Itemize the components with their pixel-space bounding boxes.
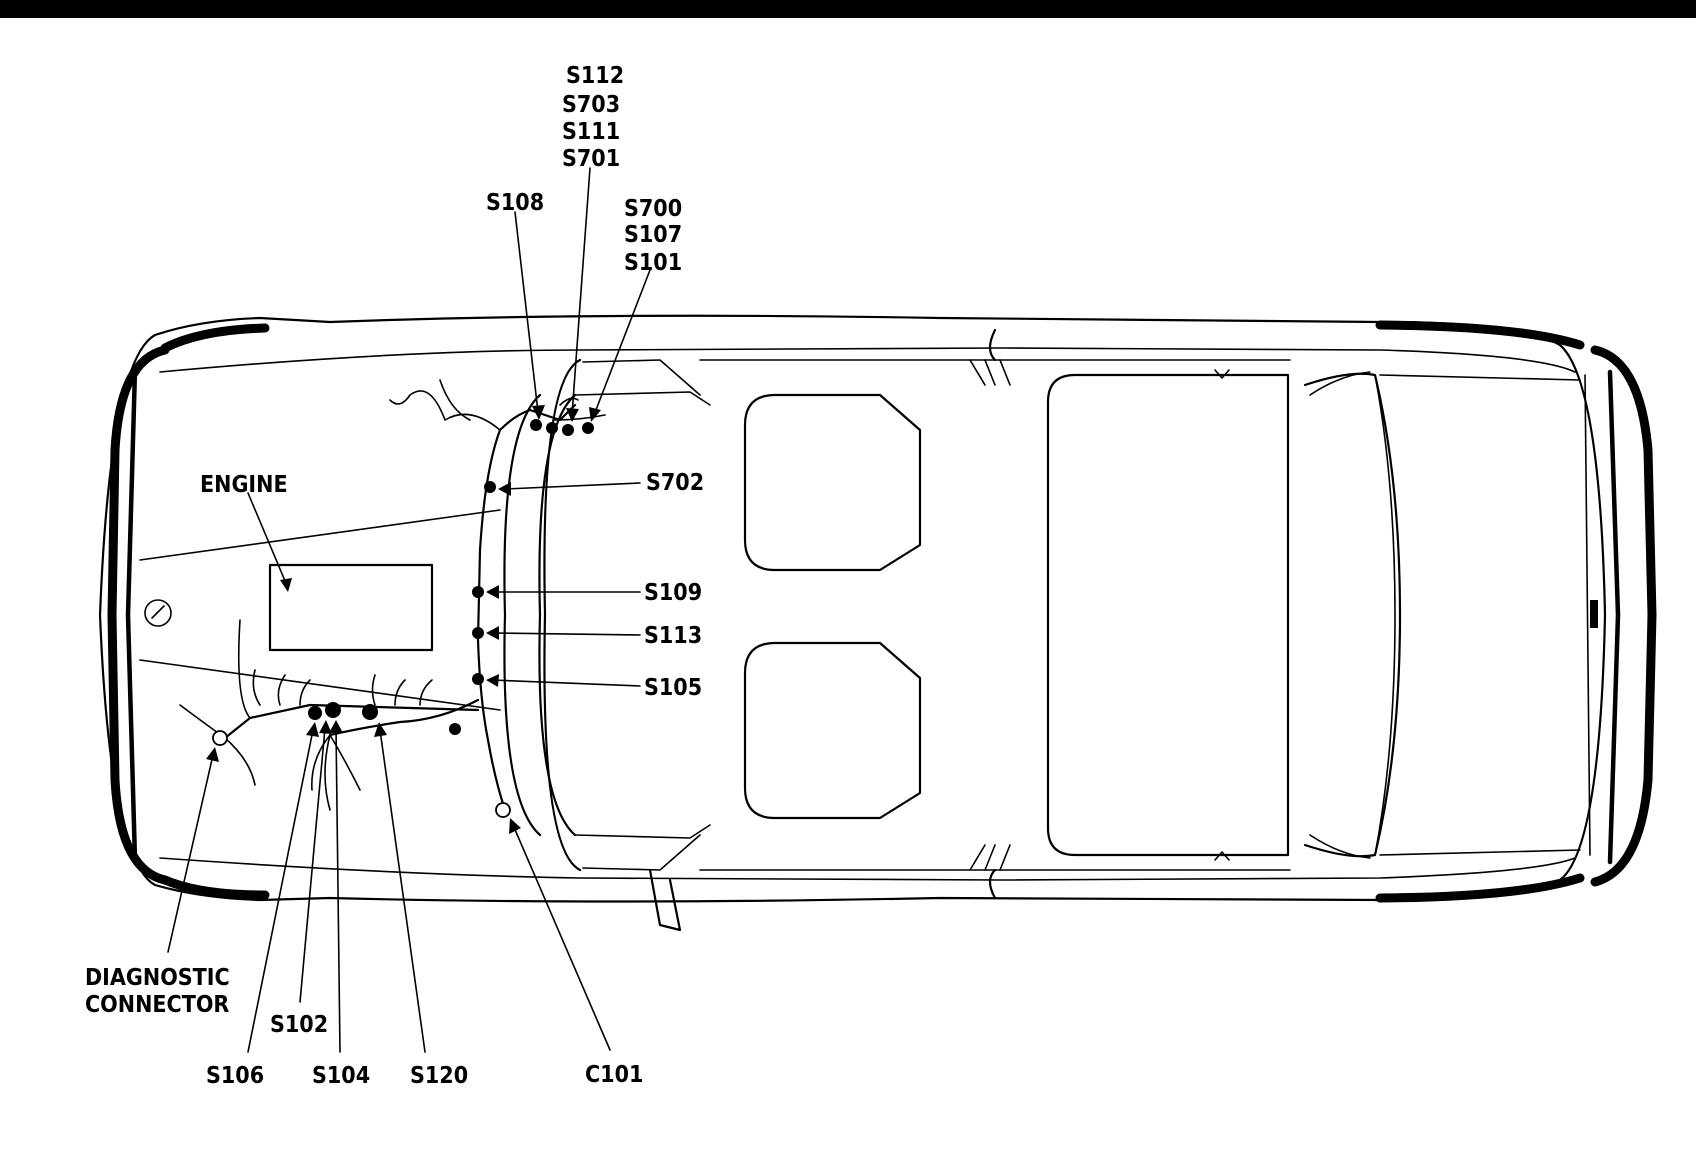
label-s701: S701 [562, 146, 620, 172]
engine-block [268, 563, 434, 652]
label-s104: S104 [312, 1063, 370, 1089]
splice-s105 [472, 673, 484, 685]
leader-lines [167, 167, 651, 1053]
label-s107: S107 [624, 222, 682, 248]
splice-extra [449, 723, 461, 735]
labels: ENGINE S112 S703 S111 S701 S108 S700 S10… [85, 63, 704, 1089]
label-s111: S111 [562, 119, 620, 145]
label-s106: S106 [206, 1063, 264, 1089]
label-s101: S101 [624, 250, 682, 276]
label-engine: ENGINE [200, 472, 288, 498]
top-black-border [0, 0, 1696, 18]
label-s112: S112 [566, 63, 624, 89]
label-s113: S113 [644, 623, 702, 649]
diagnostic-connector-marker [212, 730, 228, 746]
splice-s106 [308, 706, 322, 720]
splice-s108 [530, 419, 542, 431]
splice-s702 [484, 481, 496, 493]
label-s702: S702 [646, 470, 704, 496]
splice-s109 [472, 586, 484, 598]
splice-s112 [546, 422, 558, 434]
label-s108: S108 [486, 190, 544, 216]
splices [212, 419, 594, 818]
splice-s113 [472, 627, 484, 639]
label-c101: C101 [585, 1062, 643, 1088]
label-s105: S105 [644, 675, 702, 701]
label-s102: S102 [270, 1012, 328, 1038]
label-diagnostic-line2: CONNECTOR [85, 992, 229, 1018]
label-s700: S700 [624, 196, 682, 222]
label-s109: S109 [644, 580, 702, 606]
splice-s101 [582, 422, 594, 434]
c101-marker [495, 802, 511, 818]
label-s120: S120 [410, 1063, 468, 1089]
splice-s111 [562, 424, 574, 436]
wiring-harness [179, 379, 606, 812]
splice-s104 [325, 702, 341, 718]
splice-s120 [362, 704, 378, 720]
label-s703: S703 [562, 92, 620, 118]
car-body [98, 314, 1657, 932]
label-diagnostic-line1: DIAGNOSTIC [85, 965, 230, 991]
